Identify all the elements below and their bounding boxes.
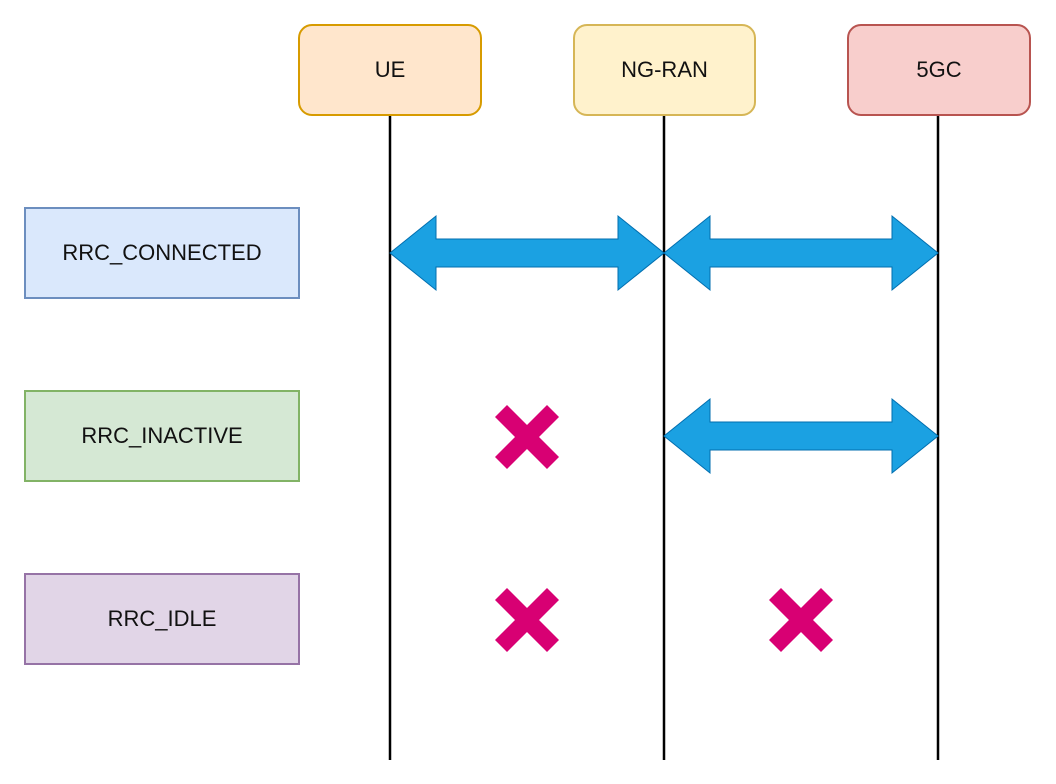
arrow-inactive-ngran-fivegc	[663, 397, 939, 475]
cross-inactive-ue-ngran	[494, 404, 560, 470]
state-rrc-connected: RRC_CONNECTED	[24, 207, 300, 299]
state-rrc-connected-label: RRC_CONNECTED	[62, 240, 262, 265]
entity-ngran-label: NG-RAN	[621, 57, 708, 82]
arrow-connected-ue-ngran	[389, 214, 665, 292]
entity-5gc-label: 5GC	[916, 57, 962, 82]
links-layer	[389, 214, 939, 653]
cross-idle-ngran-fivegc	[768, 587, 834, 653]
state-rrc-idle: RRC_IDLE	[24, 573, 300, 665]
entity-ue: UE	[298, 24, 482, 116]
entity-ue-label: UE	[374, 57, 406, 82]
state-rrc-inactive-label: RRC_INACTIVE	[81, 423, 243, 448]
arrow-connected-ngran-fivegc	[663, 214, 939, 292]
cross-idle-ue-ngran	[494, 587, 560, 653]
state-rrc-inactive: RRC_INACTIVE	[24, 390, 300, 482]
entity-5gc: 5GC	[847, 24, 1031, 116]
state-rrc-idle-label: RRC_IDLE	[107, 606, 217, 631]
entity-ngran: NG-RAN	[573, 24, 756, 116]
